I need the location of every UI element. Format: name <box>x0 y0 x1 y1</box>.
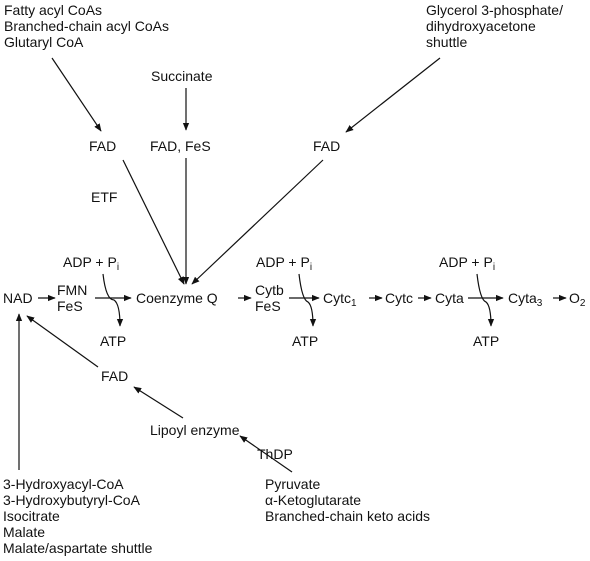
cytc-label: Cytc <box>385 290 413 306</box>
adp-pi-text: ADP + P <box>256 254 310 270</box>
source-label: dihydroxyacetone <box>426 18 536 34</box>
acyl-coa-sources: Fatty acyl CoAs Branched-chain acyl CoAs… <box>4 2 169 50</box>
cyta3-text: Cyta <box>508 290 537 306</box>
cytc1-subscript: 1 <box>351 298 357 309</box>
fmn-label: FMN <box>57 282 88 298</box>
arrow-fad-right-to-coq <box>191 159 324 285</box>
adp-pi-label: ADP + Pi <box>256 254 313 273</box>
adp-pi-label: ADP + Pi <box>63 254 120 273</box>
adp-pi-subscript: i <box>116 262 120 273</box>
cyta3-label: Cyta3 <box>508 290 543 309</box>
source-label: 3-Hydroxybutyryl-CoA <box>3 492 140 508</box>
cyta3-subscript: 3 <box>536 298 543 309</box>
succinate-label: Succinate <box>151 68 213 84</box>
fes-label: FeS <box>255 298 281 314</box>
o2-text: O <box>569 290 580 306</box>
source-label: 3-Hydroxyacyl-CoA <box>3 476 124 492</box>
o2-subscript: 2 <box>579 298 586 309</box>
cyta-label: Cyta <box>435 290 464 306</box>
curve-adp-to-atp-3 <box>476 273 495 327</box>
source-label: shuttle <box>426 34 468 50</box>
fad-right-label: FAD <box>313 138 341 154</box>
source-label: Pyruvate <box>265 476 321 492</box>
source-label: Branched-chain acyl CoAs <box>4 18 169 34</box>
arrow-glycerol-to-fad <box>345 57 441 133</box>
fes-label: FeS <box>57 298 83 314</box>
arrow-pyruvate-to-lipoyl <box>239 435 293 473</box>
fad-lower-label: FAD <box>101 368 129 384</box>
nad-linked-sources: 3-Hydroxyacyl-CoA 3-Hydroxybutyryl-CoA I… <box>3 476 152 556</box>
atp-label: ATP <box>292 333 319 349</box>
fad-fes-label: FAD, FeS <box>150 138 211 154</box>
adp-pi-text: ADP + P <box>439 254 493 270</box>
o2-label: O2 <box>569 290 586 309</box>
adp-pi-subscript: i <box>309 262 313 273</box>
adp-pi-text: ADP + P <box>63 254 117 270</box>
source-label: Fatty acyl CoAs <box>4 2 103 18</box>
source-label: α-Ketoglutarate <box>265 492 362 508</box>
curve-adp-to-atp-2 <box>298 273 317 327</box>
source-label: Glycerol 3-phosphate/ <box>426 2 563 18</box>
fmn-fes-complex: FMN FeS <box>57 282 87 314</box>
source-label: Malate <box>3 524 46 540</box>
thdp-label: ThDP <box>257 446 293 462</box>
arrow-lipoyl-to-fad <box>133 386 184 419</box>
cytc1-text: Cytc <box>323 290 351 306</box>
nad-label: NAD <box>3 290 33 306</box>
source-label: Isocitrate <box>3 508 60 524</box>
glycerol-shuttle-sources: Glycerol 3-phosphate/ dihydroxyacetone s… <box>426 2 563 50</box>
etf-label: ETF <box>91 189 118 205</box>
arrow-fad-lower-to-nad <box>26 315 99 368</box>
keto-acid-sources: Pyruvate α-Ketoglutarate Branched-chain … <box>265 476 430 524</box>
atp-label: ATP <box>100 333 127 349</box>
lipoyl-enzyme-label: Lipoyl enzyme <box>150 422 240 438</box>
source-label: Malate/aspartate shuttle <box>3 540 153 556</box>
arrow-fad-to-coq <box>122 159 185 285</box>
cytb-fes-complex: Cytb FeS <box>255 282 284 314</box>
arrow-acylcoa-to-fad <box>51 57 102 132</box>
cytb-label: Cytb <box>255 282 284 298</box>
source-label: Branched-chain keto acids <box>265 508 430 524</box>
fad-left-label: FAD <box>89 138 117 154</box>
source-label: Glutaryl CoA <box>4 34 84 50</box>
curve-adp-to-atp-1 <box>102 273 124 327</box>
cytc1-label: Cytc1 <box>323 290 357 309</box>
adp-pi-subscript: i <box>492 262 496 273</box>
coenzyme-q-label: Coenzyme Q <box>136 290 218 306</box>
adp-pi-label: ADP + Pi <box>439 254 496 273</box>
atp-label: ATP <box>473 333 500 349</box>
